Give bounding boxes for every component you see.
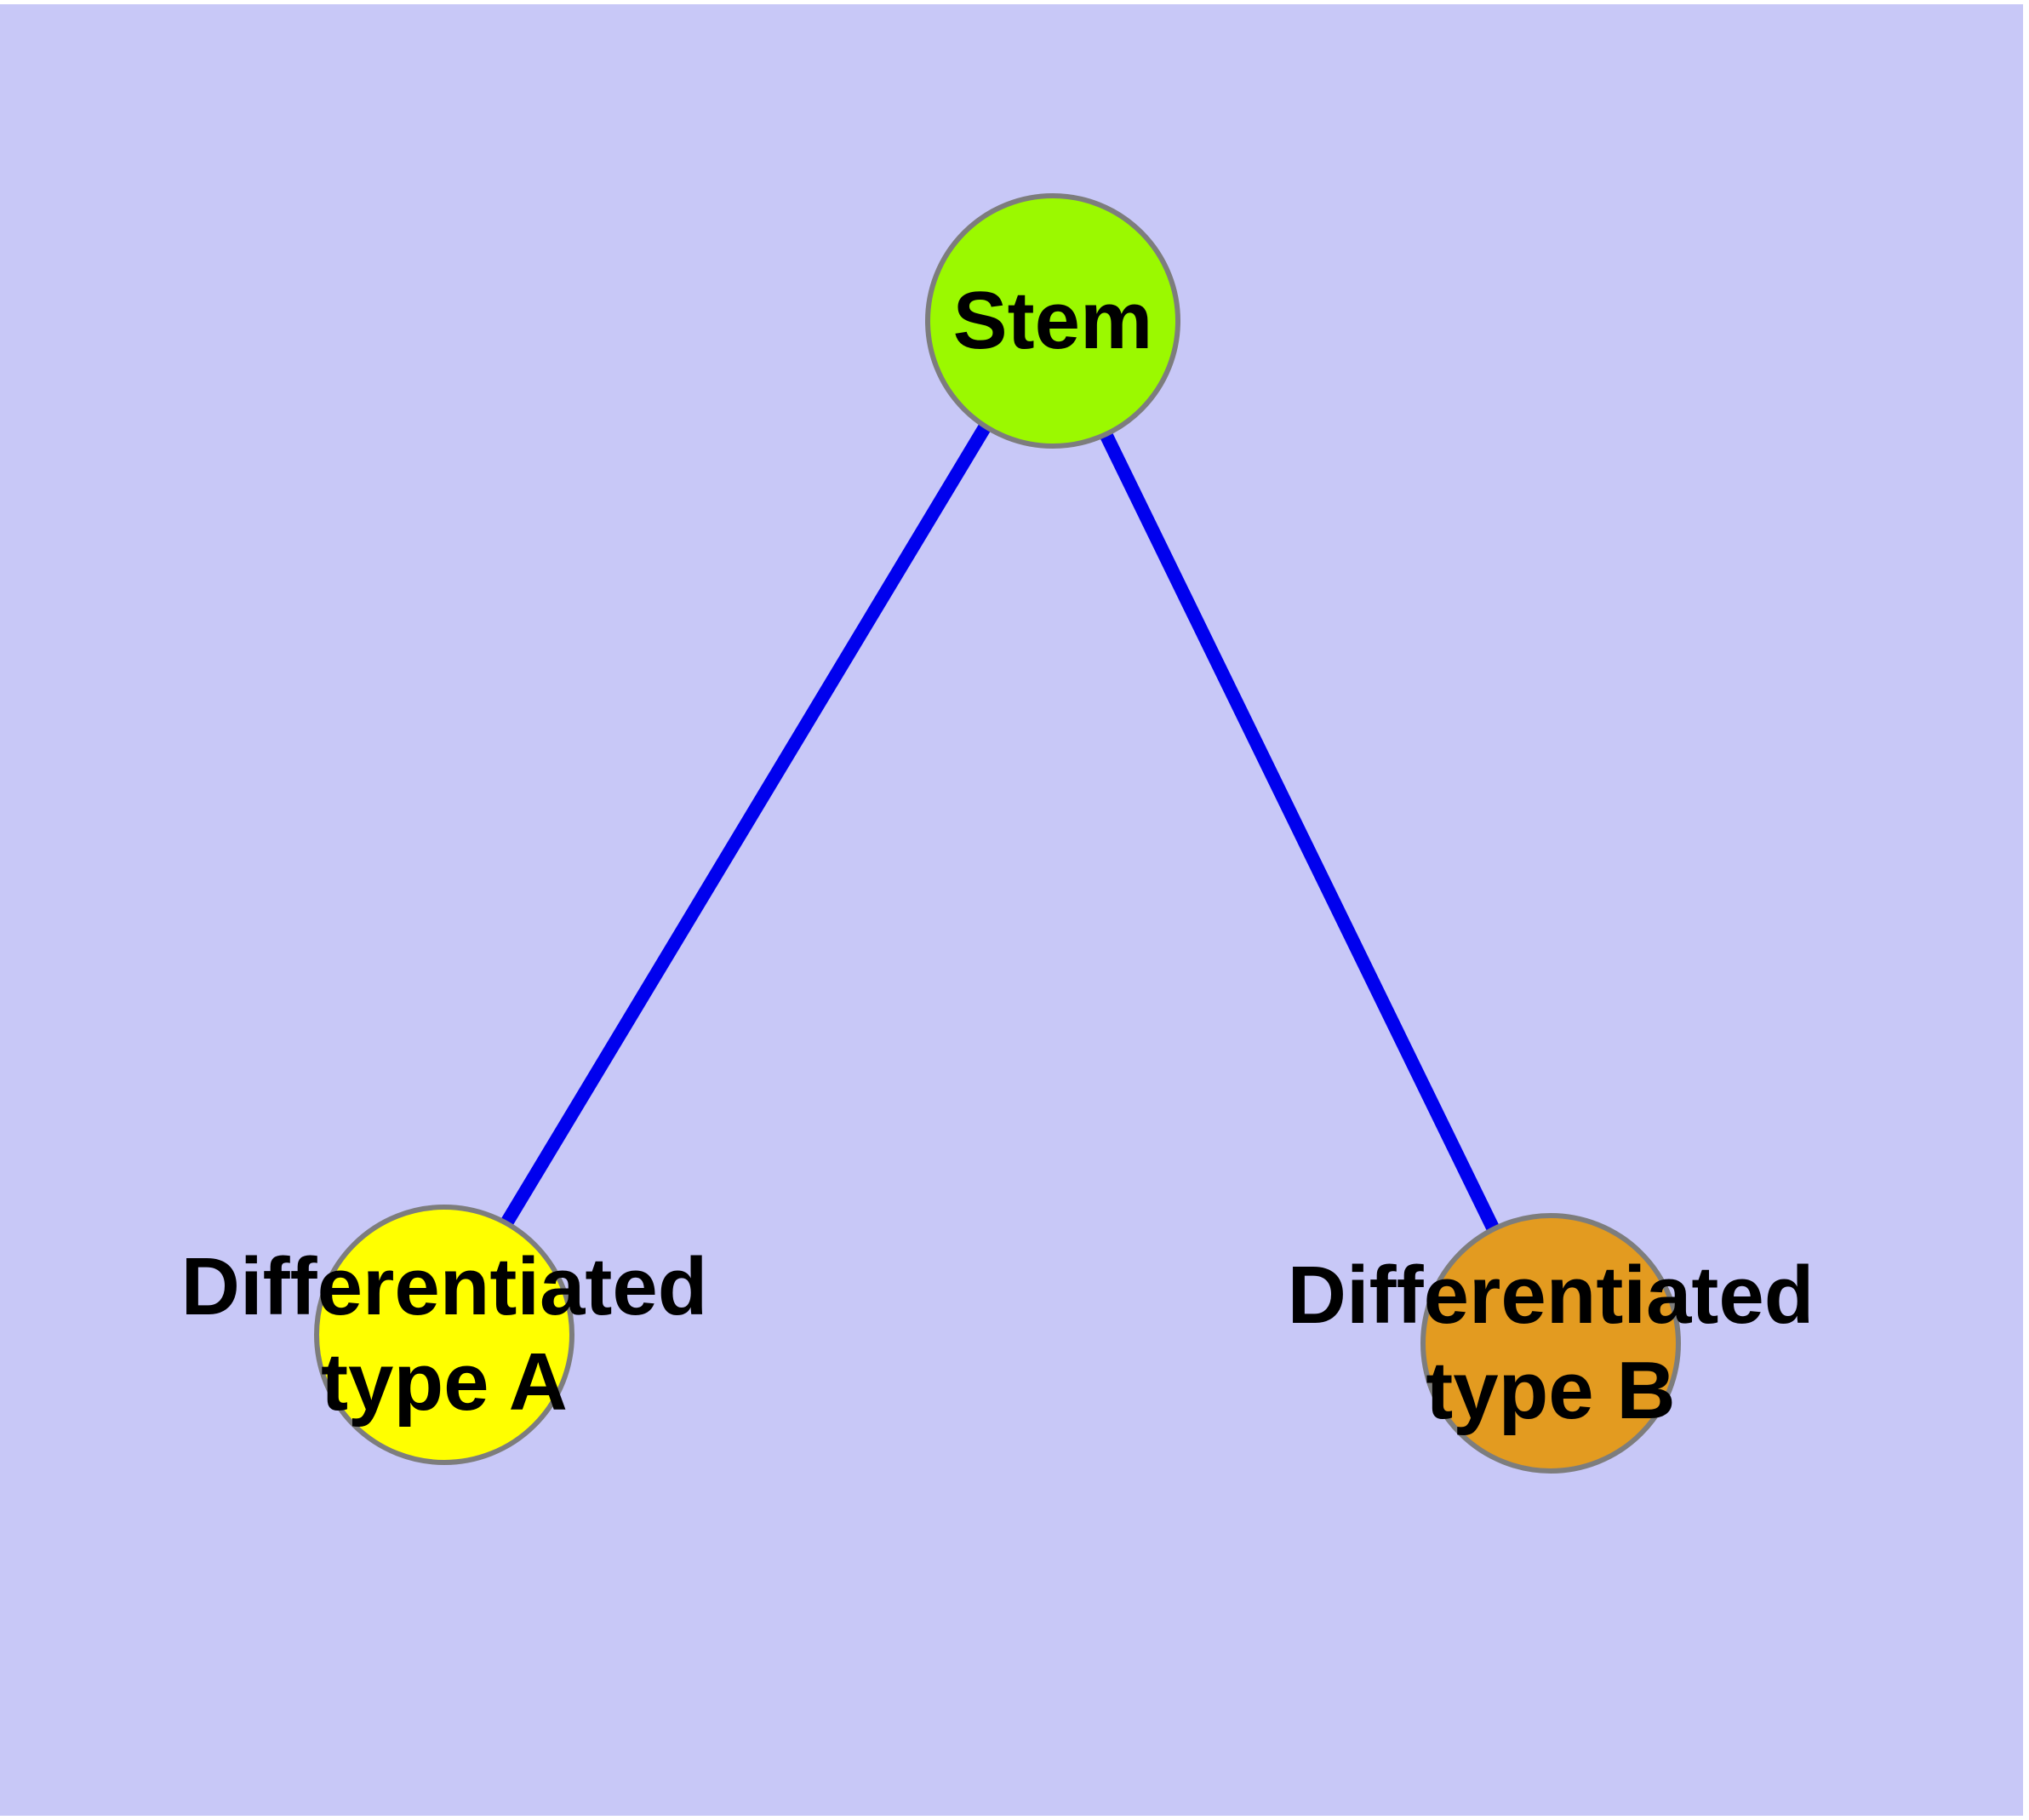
node-label-differentiated-type-a: Differentiated type A <box>61 1239 827 1430</box>
diagram-canvas: Stem Differentiated type A Differentiate… <box>0 4 2023 1816</box>
node-label-stem: Stem <box>670 273 1436 369</box>
edges-layer <box>437 316 1552 1341</box>
node-circle-stem <box>925 193 1180 449</box>
node-circle-differentiated-type-b <box>1420 1213 1681 1474</box>
node-label-line: type B <box>1426 1345 1676 1436</box>
node-label-line: type A <box>321 1336 568 1428</box>
edge-stem-to-differentiated-type-a <box>437 316 1056 1332</box>
edge-stem-to-differentiated-type-b <box>1043 316 1552 1341</box>
node-label-differentiated-type-b: Differentiated type B <box>1168 1248 1934 1439</box>
node-label-line: Differentiated <box>180 1241 708 1332</box>
node-label-line: Differentiated <box>1287 1250 1815 1341</box>
node-circle-differentiated-type-a <box>314 1205 574 1465</box>
node-label-line: Stem <box>952 275 1153 366</box>
